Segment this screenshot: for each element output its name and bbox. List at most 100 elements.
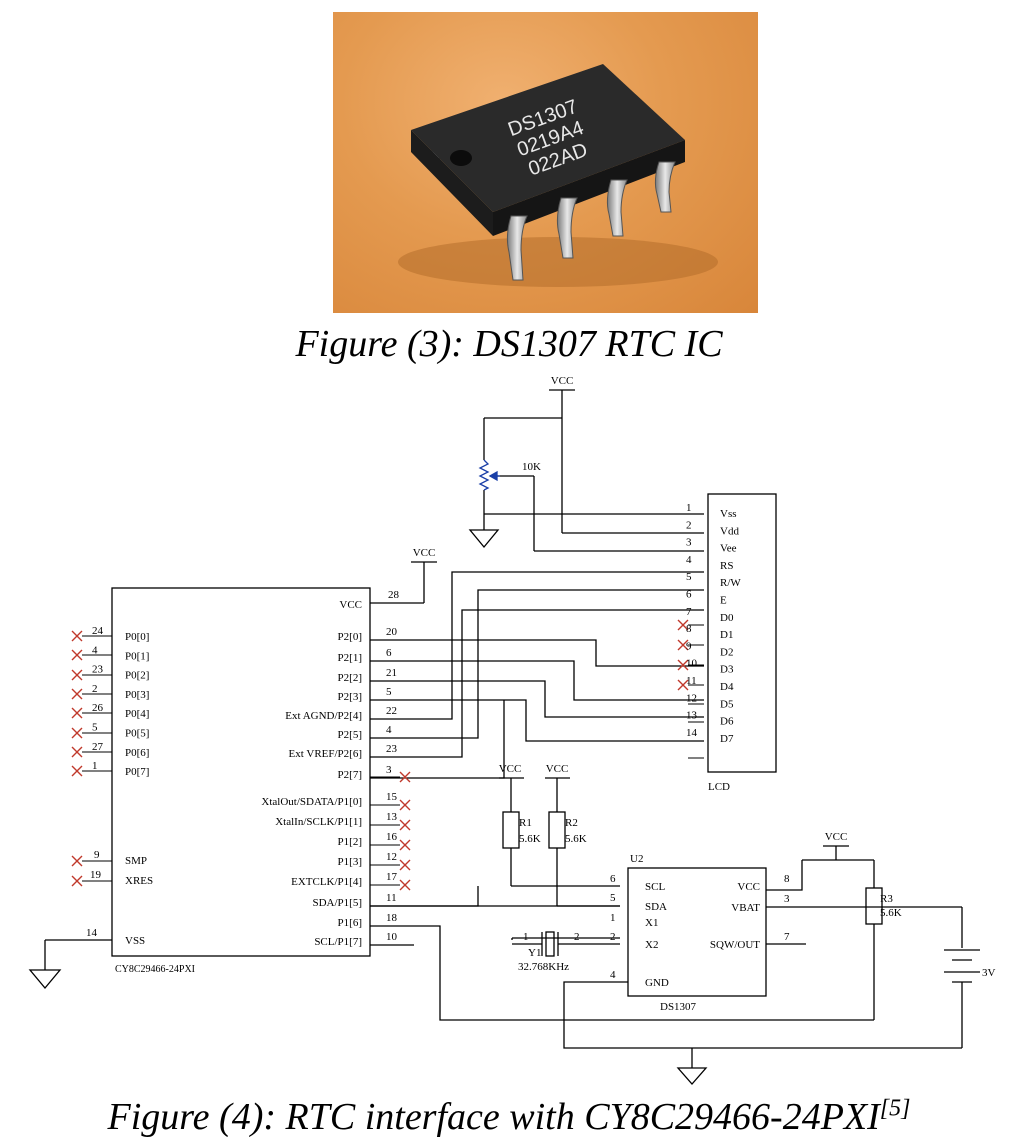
mcu-xres-name: XRES: [125, 875, 153, 887]
lcd-pin-name: R/W: [720, 577, 741, 589]
pot-value: 10K: [522, 461, 541, 473]
lcd-pin-name: D3: [720, 664, 734, 676]
mcu-left-pin-name: P0[1]: [125, 650, 149, 662]
lcd-pin-num: 5: [686, 571, 692, 583]
mcu-left-pin-num: 2: [92, 683, 98, 695]
lcd-pin-num: 1: [686, 502, 692, 514]
lcd-pin-num: 3: [686, 537, 692, 549]
ds1307-chip-illustration: DS1307 0219A4 022AD: [398, 64, 718, 287]
rtc-vcc-name: VCC: [737, 881, 760, 893]
ds1307-photo: DS1307 0219A4 022AD: [333, 12, 758, 313]
lcd-part-name: LCD: [708, 781, 730, 793]
rtc-scl-name: SCL: [645, 881, 665, 893]
mcu-right-pin-num: 5: [386, 686, 392, 698]
mcu-left-pin-name: P0[6]: [125, 747, 149, 759]
lcd-pin-name: D2: [720, 646, 733, 658]
lcd-pin-name: E: [720, 595, 727, 607]
lcd-pin-num: 11: [686, 675, 697, 687]
mcu-right-pin-num: 23: [386, 743, 398, 755]
mcu-right-pin-num: 12: [386, 851, 397, 863]
rtc-sda-num: 5: [610, 892, 616, 904]
rtc-ref: U2: [630, 853, 643, 865]
lcd-pin-num: 9: [686, 640, 692, 652]
battery-value: 3V: [982, 967, 996, 979]
mcu-left-pins: P0[0]24P0[1]4P0[2]23P0[3]2P0[4]26P0[5]5P…: [92, 625, 149, 778]
crystal-value: 32.768KHz: [518, 961, 569, 973]
mcu-left-pin-name: P0[0]: [125, 631, 149, 643]
mcu-left-pin-name: P0[2]: [125, 670, 149, 682]
mcu-smp-name: SMP: [125, 855, 147, 867]
mcu-right-pin-num: 22: [386, 705, 397, 717]
mcu-vss-name: VSS: [125, 935, 145, 947]
mcu-left-pin-name: P0[5]: [125, 728, 149, 740]
mcu-right-pin-name: P1[2]: [338, 836, 362, 848]
rtc-sqw-name: SQW/OUT: [710, 939, 760, 951]
mcu-right-pin-num: 16: [386, 831, 398, 843]
mcu-right-pin-name: P1[6]: [338, 917, 362, 929]
mcu-right-pin-name: P2[1]: [338, 652, 362, 664]
lcd-pin-num: 14: [686, 727, 698, 739]
mcu-left-pin-num: 24: [92, 625, 104, 637]
crystal-ref: Y1: [528, 947, 541, 959]
vcc-label-rtc: VCC: [825, 831, 848, 843]
mcu-right-pin-num: 6: [386, 647, 392, 659]
mcu-right-pin-name: P2[3]: [338, 691, 362, 703]
mcu-right-pin-name: SCL/P1[7]: [314, 936, 362, 948]
mcu-right-pin-name: P2[0]: [338, 631, 362, 643]
vcc-label-top: VCC: [551, 375, 574, 387]
lcd-pin-name: Vee: [720, 543, 737, 555]
mcu-right-pin-num: 17: [386, 871, 398, 883]
rtc-x1-num: 1: [610, 912, 616, 924]
lcd-pin-name: D5: [720, 698, 734, 710]
rtc-vbat-name: VBAT: [731, 902, 760, 914]
mcu-right-pin-name: P1[3]: [338, 856, 362, 868]
mcu-right-pin-num: 18: [386, 912, 398, 924]
mcu-right-pin-num: 4: [386, 724, 392, 736]
lcd-pin-name: D4: [720, 681, 734, 693]
mcu-left-pin-num: 1: [92, 760, 98, 772]
lcd-pin-num: 8: [686, 623, 692, 635]
mcu-smp-num: 9: [94, 849, 100, 861]
mcu-right-pin-num: 10: [386, 931, 398, 943]
lcd-pin-name: Vss: [720, 508, 737, 520]
r1-value: 5.6K: [519, 833, 541, 845]
rtc-interface-schematic: VCC 10K VCC VCC VCC VCC P0[0]24P0[1]4P0[…: [28, 375, 996, 1085]
rtc-vbat-num: 3: [784, 893, 790, 905]
rtc-scl-num: 6: [610, 873, 616, 885]
lcd-pin-name: D1: [720, 629, 733, 641]
lcd-pin-name: D7: [720, 733, 734, 745]
mcu-part-name: CY8C29466-24PXI: [115, 964, 195, 975]
vcc-label-r1: VCC: [499, 763, 522, 775]
r2-value: 5.6K: [565, 833, 587, 845]
lcd-pin-num: 6: [686, 589, 692, 601]
mcu-left-pin-num: 26: [92, 702, 104, 714]
lcd-pin-num: 4: [686, 554, 692, 566]
mcu-left-pin-num: 27: [92, 741, 104, 753]
lcd-pin-name: D0: [720, 612, 734, 624]
figure-4-caption: Figure (4): RTC interface with CY8C29466…: [0, 1095, 1018, 1139]
mcu-right-pin-name: SDA/P1[5]: [312, 897, 362, 909]
lcd-pin-name: Vdd: [720, 525, 739, 537]
r1-name: R1: [519, 817, 532, 829]
lcd-pin-num: 12: [686, 692, 697, 704]
lcd-pin-name: D6: [720, 716, 734, 728]
mcu-right-pin-name: XtalIn/SCLK/P1[1]: [275, 816, 362, 828]
crystal-pin2: 2: [574, 931, 580, 943]
lcd-pin-num: 13: [686, 710, 698, 722]
r3-name: R3: [880, 893, 893, 905]
mcu-left-pin-num: 23: [92, 664, 104, 676]
rtc-gnd-name: GND: [645, 977, 669, 989]
mcu-right-pin-name: XtalOut/SDATA/P1[0]: [261, 796, 362, 808]
mcu-right-pin-num: 21: [386, 667, 397, 679]
lcd-pin-num: 10: [686, 658, 698, 670]
r3-value: 5.6K: [880, 907, 902, 919]
mcu-left-pin-num: 4: [92, 644, 98, 656]
mcu-right-pin-num: 13: [386, 811, 398, 823]
vcc-label-r2: VCC: [546, 763, 569, 775]
rtc-x2-name: X2: [645, 939, 658, 951]
figure-4-caption-ref: [5]: [879, 1095, 911, 1122]
lcd-pin-num: 7: [686, 606, 692, 618]
rtc-sda-name: SDA: [645, 901, 667, 913]
mcu-vcc-name: VCC: [339, 599, 362, 611]
mcu-right-pin-num: 15: [386, 791, 398, 803]
